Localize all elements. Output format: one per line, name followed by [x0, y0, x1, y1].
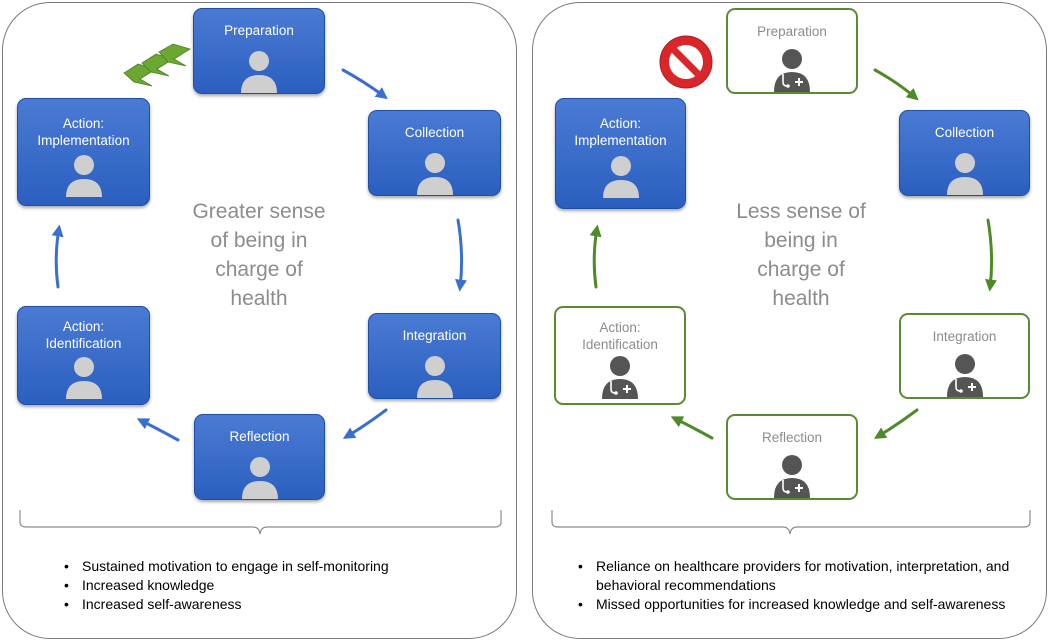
doctor-icon: [602, 356, 638, 399]
node-label: Integration: [932, 329, 997, 344]
person-icon: [65, 357, 102, 399]
node-label-line2: Identification: [45, 336, 122, 351]
center-text-line: charge of: [215, 258, 303, 281]
node-implementation: Action: Implementation: [17, 98, 150, 206]
node-label-line1: Action:: [62, 319, 105, 334]
list-item: Increased self-awareness: [60, 595, 480, 614]
person-icon: [416, 153, 453, 195]
doctor-icon: [774, 49, 810, 92]
node-integration: Integration: [368, 313, 501, 399]
center-text-line: health: [230, 287, 288, 310]
left-outcomes-list: Sustained motivation to engage in self-m…: [60, 557, 480, 614]
arrow-r-integration-to-reflection: [873, 408, 919, 439]
node-identification: Action: Identification: [554, 306, 686, 405]
left-brace: [19, 510, 502, 535]
node-preparation: Preparation: [726, 8, 858, 94]
node-implementation: Action: Implementation: [555, 98, 686, 209]
chevron-arrows-icon: [123, 43, 191, 87]
arrow-preparation-to-collection: [341, 68, 388, 100]
node-label: Reflection: [229, 429, 290, 444]
right-center-text: Less sense of being in charge of health: [692, 197, 910, 313]
node-label: Collection: [404, 125, 465, 140]
doctor-icon: [774, 455, 810, 498]
node-label: Reflection: [761, 430, 823, 445]
arrow-r-reflection-to-identification: [670, 416, 714, 440]
node-label: Preparation: [757, 24, 827, 39]
person-icon: [602, 156, 639, 198]
list-item: Missed opportunities for increased knowl…: [574, 595, 1014, 614]
center-text-line: charge of: [757, 258, 845, 281]
center-text-line: Less sense of: [736, 200, 866, 223]
center-text-line: being in: [764, 229, 838, 252]
node-reflection: Reflection: [194, 414, 325, 500]
list-item: Reliance on healthcare providers for mot…: [574, 557, 1014, 595]
node-label: Integration: [402, 328, 467, 343]
center-text-line: Greater sense: [192, 200, 326, 223]
node-reflection: Reflection: [726, 414, 858, 500]
node-preparation: Preparation: [193, 8, 325, 94]
arrow-integration-to-reflection: [342, 408, 388, 439]
node-label-line1: Action:: [599, 116, 642, 131]
node-label-line1: Action:: [62, 116, 105, 131]
person-icon: [416, 356, 453, 398]
arrow-r-collection-to-integration: [985, 218, 997, 292]
list-item: Sustained motivation to engage in self-m…: [60, 557, 480, 576]
left-center-text: Greater sense of being in charge of heal…: [150, 197, 368, 313]
node-label: Preparation: [224, 23, 294, 38]
node-label-line2: Identification: [582, 337, 658, 352]
no-entry-icon: [659, 35, 713, 89]
node-collection: Collection: [899, 110, 1030, 196]
node-label-line2: Implementation: [574, 133, 667, 148]
list-item: Increased knowledge: [60, 576, 480, 595]
right-outcomes-list: Reliance on healthcare providers for mot…: [574, 557, 1014, 614]
node-collection: Collection: [368, 110, 501, 196]
right-brace: [551, 510, 1031, 535]
node-label-line2: Implementation: [37, 133, 130, 148]
person-icon: [65, 155, 102, 197]
center-text-line: of being in: [210, 229, 308, 252]
node-label-line1: Action:: [599, 320, 641, 335]
arrow-r-identification-to-implementation: [589, 224, 602, 289]
arrow-r-preparation-to-collection: [873, 68, 919, 101]
doctor-icon: [946, 354, 983, 397]
person-icon: [946, 153, 983, 195]
arrow-identification-to-implementation: [51, 224, 64, 289]
person-icon: [241, 51, 277, 93]
node-label: Collection: [934, 125, 995, 140]
person-icon: [241, 457, 278, 499]
arrow-collection-to-integration: [455, 218, 467, 292]
center-text-line: health: [772, 287, 830, 310]
arrow-reflection-to-identification: [136, 418, 180, 442]
node-identification: Action: Identification: [17, 306, 150, 405]
node-integration: Integration: [899, 313, 1030, 399]
